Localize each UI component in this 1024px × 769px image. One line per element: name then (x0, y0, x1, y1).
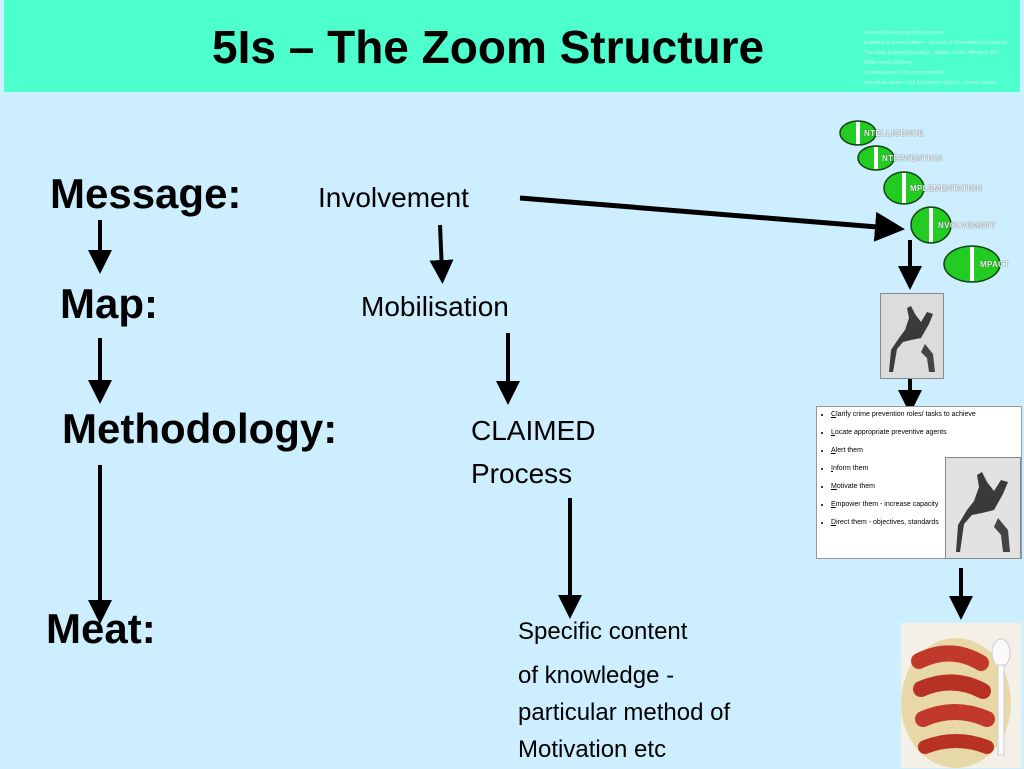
map-value: Mobilisation (361, 291, 509, 322)
map-label: Map: (60, 280, 158, 327)
arrow-down (429, 224, 454, 284)
sausages-icon (901, 623, 1021, 768)
five-is-bar (929, 208, 933, 242)
claimed-item: Alert them (831, 447, 1021, 465)
methodology-value-line2: Process (471, 458, 573, 489)
tiny-list-item: Evidence of crime problem – sources of i… (864, 38, 1024, 48)
claimed-item: Locate appropriate preventive agents (831, 429, 1021, 447)
knight-statue-image (945, 457, 1021, 559)
claimed-item: Clarify crime prevention roles/ tasks to… (831, 411, 1021, 429)
knight-statue-icon (881, 294, 943, 378)
page-title: 5Is – The Zoom Structure (212, 21, 765, 73)
message-label: Message: (50, 170, 242, 217)
meat-line: particular method of (518, 699, 731, 726)
methodology-label: Methodology: (62, 405, 338, 452)
header-bar: 5Is – The Zoom Structure General social/… (4, 0, 1020, 92)
meat-line: Specific content (518, 618, 688, 645)
claimed-item: Motivate them (831, 483, 1021, 501)
meat-line: of knowledge - (518, 662, 675, 689)
claimed-list-box: Clarify crime prevention roles/ tasks to… (816, 406, 1022, 559)
five-is-bar (902, 173, 906, 203)
tiny-list-item: Consequences of the crime problem (864, 68, 1024, 78)
five-is-graphic (839, 120, 1001, 283)
claimed-item: Empower them - increase capacity (831, 501, 1021, 519)
claimed-item: Direct them - objectives, standards (831, 519, 1021, 537)
tiny-list-item: The crime problem(s) tackled – pattern, … (864, 48, 1024, 58)
claimed-item: Inform them (831, 465, 1021, 483)
five-is-label: NTELLIGENCE (864, 129, 924, 138)
five-is-bar (856, 122, 860, 144)
five-is-label: MPACT (980, 260, 1010, 269)
five-is-bar (970, 247, 974, 281)
tiny-context-list: General social/geographical context Evid… (852, 28, 1024, 88)
methodology-value-line1: CLAIMED (471, 415, 596, 446)
knight-statue-image (880, 293, 944, 379)
message-value: Involvement (318, 182, 469, 213)
meat-line: Motivation etc (518, 736, 667, 763)
sausages-food-image (901, 623, 1021, 768)
knight-statue-icon (946, 458, 1020, 558)
tiny-list-item: Immediate causes: risk & protective fact… (864, 78, 1024, 88)
tiny-list-item: General social/geographical context (864, 28, 1024, 38)
tiny-list-item: Wider crime problems (864, 58, 1024, 68)
five-is-label: NVOLVEMENT (938, 221, 996, 230)
five-is-label: MPLEMENTATION (910, 184, 983, 193)
five-is-label: NTERVENTION (882, 154, 943, 163)
five-is-bar (874, 147, 878, 169)
arrow-to-involvement (519, 195, 905, 242)
